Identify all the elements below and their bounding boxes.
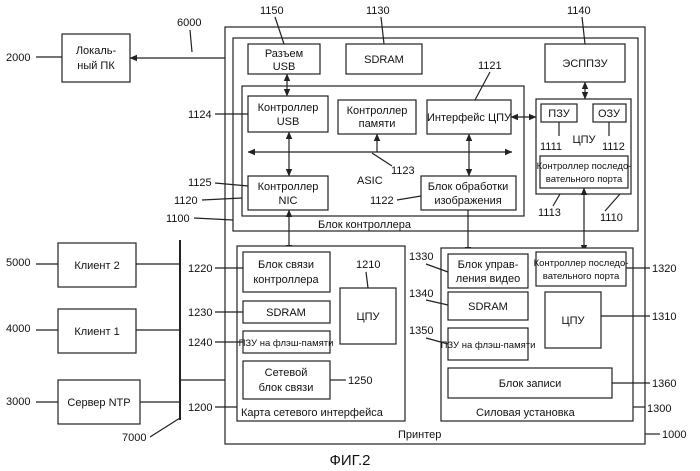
ref-pu-cpu: 1310 (652, 311, 676, 323)
ref-nic-sdram: 1230 (188, 307, 212, 319)
usb-connector-label-2: USB (273, 61, 296, 73)
ref-controller-block: 1100 (166, 213, 190, 225)
eeprom-label: ЭСППЗУ (562, 58, 608, 70)
video-control-label-2: ления видео (456, 273, 520, 285)
ref-printer: 1000 (662, 429, 686, 441)
ref-cpu-block: 1110 (600, 212, 623, 224)
ref-client1: 4000 (6, 323, 30, 335)
memory-controller-label-2: памяти (359, 118, 396, 130)
cpu-block-serial-label-2: вательного порта (546, 174, 623, 185)
local-pc-label-1: Локаль- (76, 45, 117, 57)
usb-connector-label-1: Разъем (265, 48, 303, 60)
ref-rom: 1111 (540, 141, 562, 153)
sdram-label: SDRAM (364, 54, 404, 66)
leader-network (150, 418, 180, 437)
figure-caption: ФИГ.2 (330, 452, 371, 469)
nic-controller-label-1: Контроллер (258, 181, 319, 193)
ram-label: ОЗУ (598, 108, 621, 120)
image-processing-label-1: Блок обработки (428, 181, 508, 193)
ref-controller-link: 1220 (188, 263, 212, 275)
nic-sdram-label: SDRAM (266, 307, 306, 319)
controller-link-label-2: контроллера (253, 274, 319, 286)
usb-controller-label-1: Контроллер (258, 102, 319, 114)
nic-cpu-label: ЦПУ (356, 311, 380, 323)
pu-cpu-label: ЦПУ (561, 315, 585, 327)
ref-pu-serial: 1320 (652, 263, 676, 275)
nic-flash-label: ПЗУ на флэш-памяти (239, 338, 334, 349)
ref-nic-flash: 1240 (188, 337, 212, 349)
usb-controller-label-2: USB (277, 116, 300, 128)
ref-sdram: 1130 (366, 5, 390, 17)
pu-serial-label-2: вательного порта (543, 271, 620, 282)
ref-asic: 1120 (174, 195, 198, 207)
network-card-label: Карта сетевого интерфейса (241, 407, 384, 419)
pu-serial-label-1: Контроллер последо- (534, 258, 629, 269)
ref-network: 7000 (122, 432, 146, 444)
client1-label: Клиент 1 (74, 326, 119, 338)
ntp-server-label: Сервер NTP (67, 397, 130, 409)
controller-block-label: Блок контроллера (318, 219, 412, 231)
memory-controller-label-1: Контроллер (347, 105, 408, 117)
ref-usb-controller: 1124 (188, 109, 212, 121)
printer-label: Принтер (398, 429, 441, 441)
cpu-block-cpu-label: ЦПУ (572, 134, 596, 146)
video-control-label-1: Блок управ- (458, 259, 519, 271)
ref-network-card: 1200 (188, 402, 212, 414)
ref-client2: 5000 (6, 257, 30, 269)
ref-network-link: 1250 (348, 375, 372, 387)
ref-pu-flash: 1350 (409, 325, 433, 337)
ref-asic-bus: 1123 (391, 165, 415, 177)
ref-nic-cpu: 1210 (356, 259, 380, 271)
ref-power-unit: 1300 (647, 403, 671, 415)
rom-label: ПЗУ (548, 108, 570, 120)
ref-nic-controller: 1125 (188, 177, 212, 189)
cpu-interface-label: Интерфейс ЦПУ (427, 112, 512, 124)
pu-flash-label: ПЗУ на флэш-памяти (441, 340, 536, 351)
ref-cpu-block-bus: 1113 (538, 207, 561, 219)
ref-cpu-interface: 1121 (478, 60, 502, 72)
pu-sdram-label: SDRAM (468, 301, 508, 313)
ref-recorder: 1360 (652, 378, 676, 390)
asic-label: ASIC (357, 175, 383, 187)
nic-controller-label-2: NIC (279, 195, 298, 207)
controller-link-label-1: Блок связи (258, 259, 314, 271)
ref-usb-connector: 1150 (260, 5, 284, 17)
recorder-label: Блок записи (499, 378, 562, 390)
network-link-label-1: Сетевой (265, 367, 308, 379)
ref-pu-sdram: 1340 (409, 288, 433, 300)
ref-ram: 1112 (602, 141, 625, 153)
cpu-block-serial-label-1: Контроллер последо- (537, 161, 632, 172)
ref-usb-link: 6000 (177, 17, 201, 29)
ref-image-processing: 1122 (370, 195, 394, 207)
ref-local-pc: 2000 (6, 52, 30, 64)
client2-label: Клиент 2 (74, 260, 119, 272)
leader-usb-link (190, 30, 192, 52)
power-unit-label: Силовая установка (476, 407, 576, 419)
network-link-label-2: блок связи (259, 382, 314, 394)
ref-eeprom: 1140 (567, 5, 591, 17)
local-pc-label-2: ный ПК (77, 60, 115, 72)
image-processing-label-2: изображения (434, 195, 501, 207)
ref-ntp-server: 3000 (6, 396, 30, 408)
local-pc-box (62, 34, 130, 82)
controller-link-box (243, 252, 330, 292)
ref-video-control: 1330 (409, 251, 433, 263)
